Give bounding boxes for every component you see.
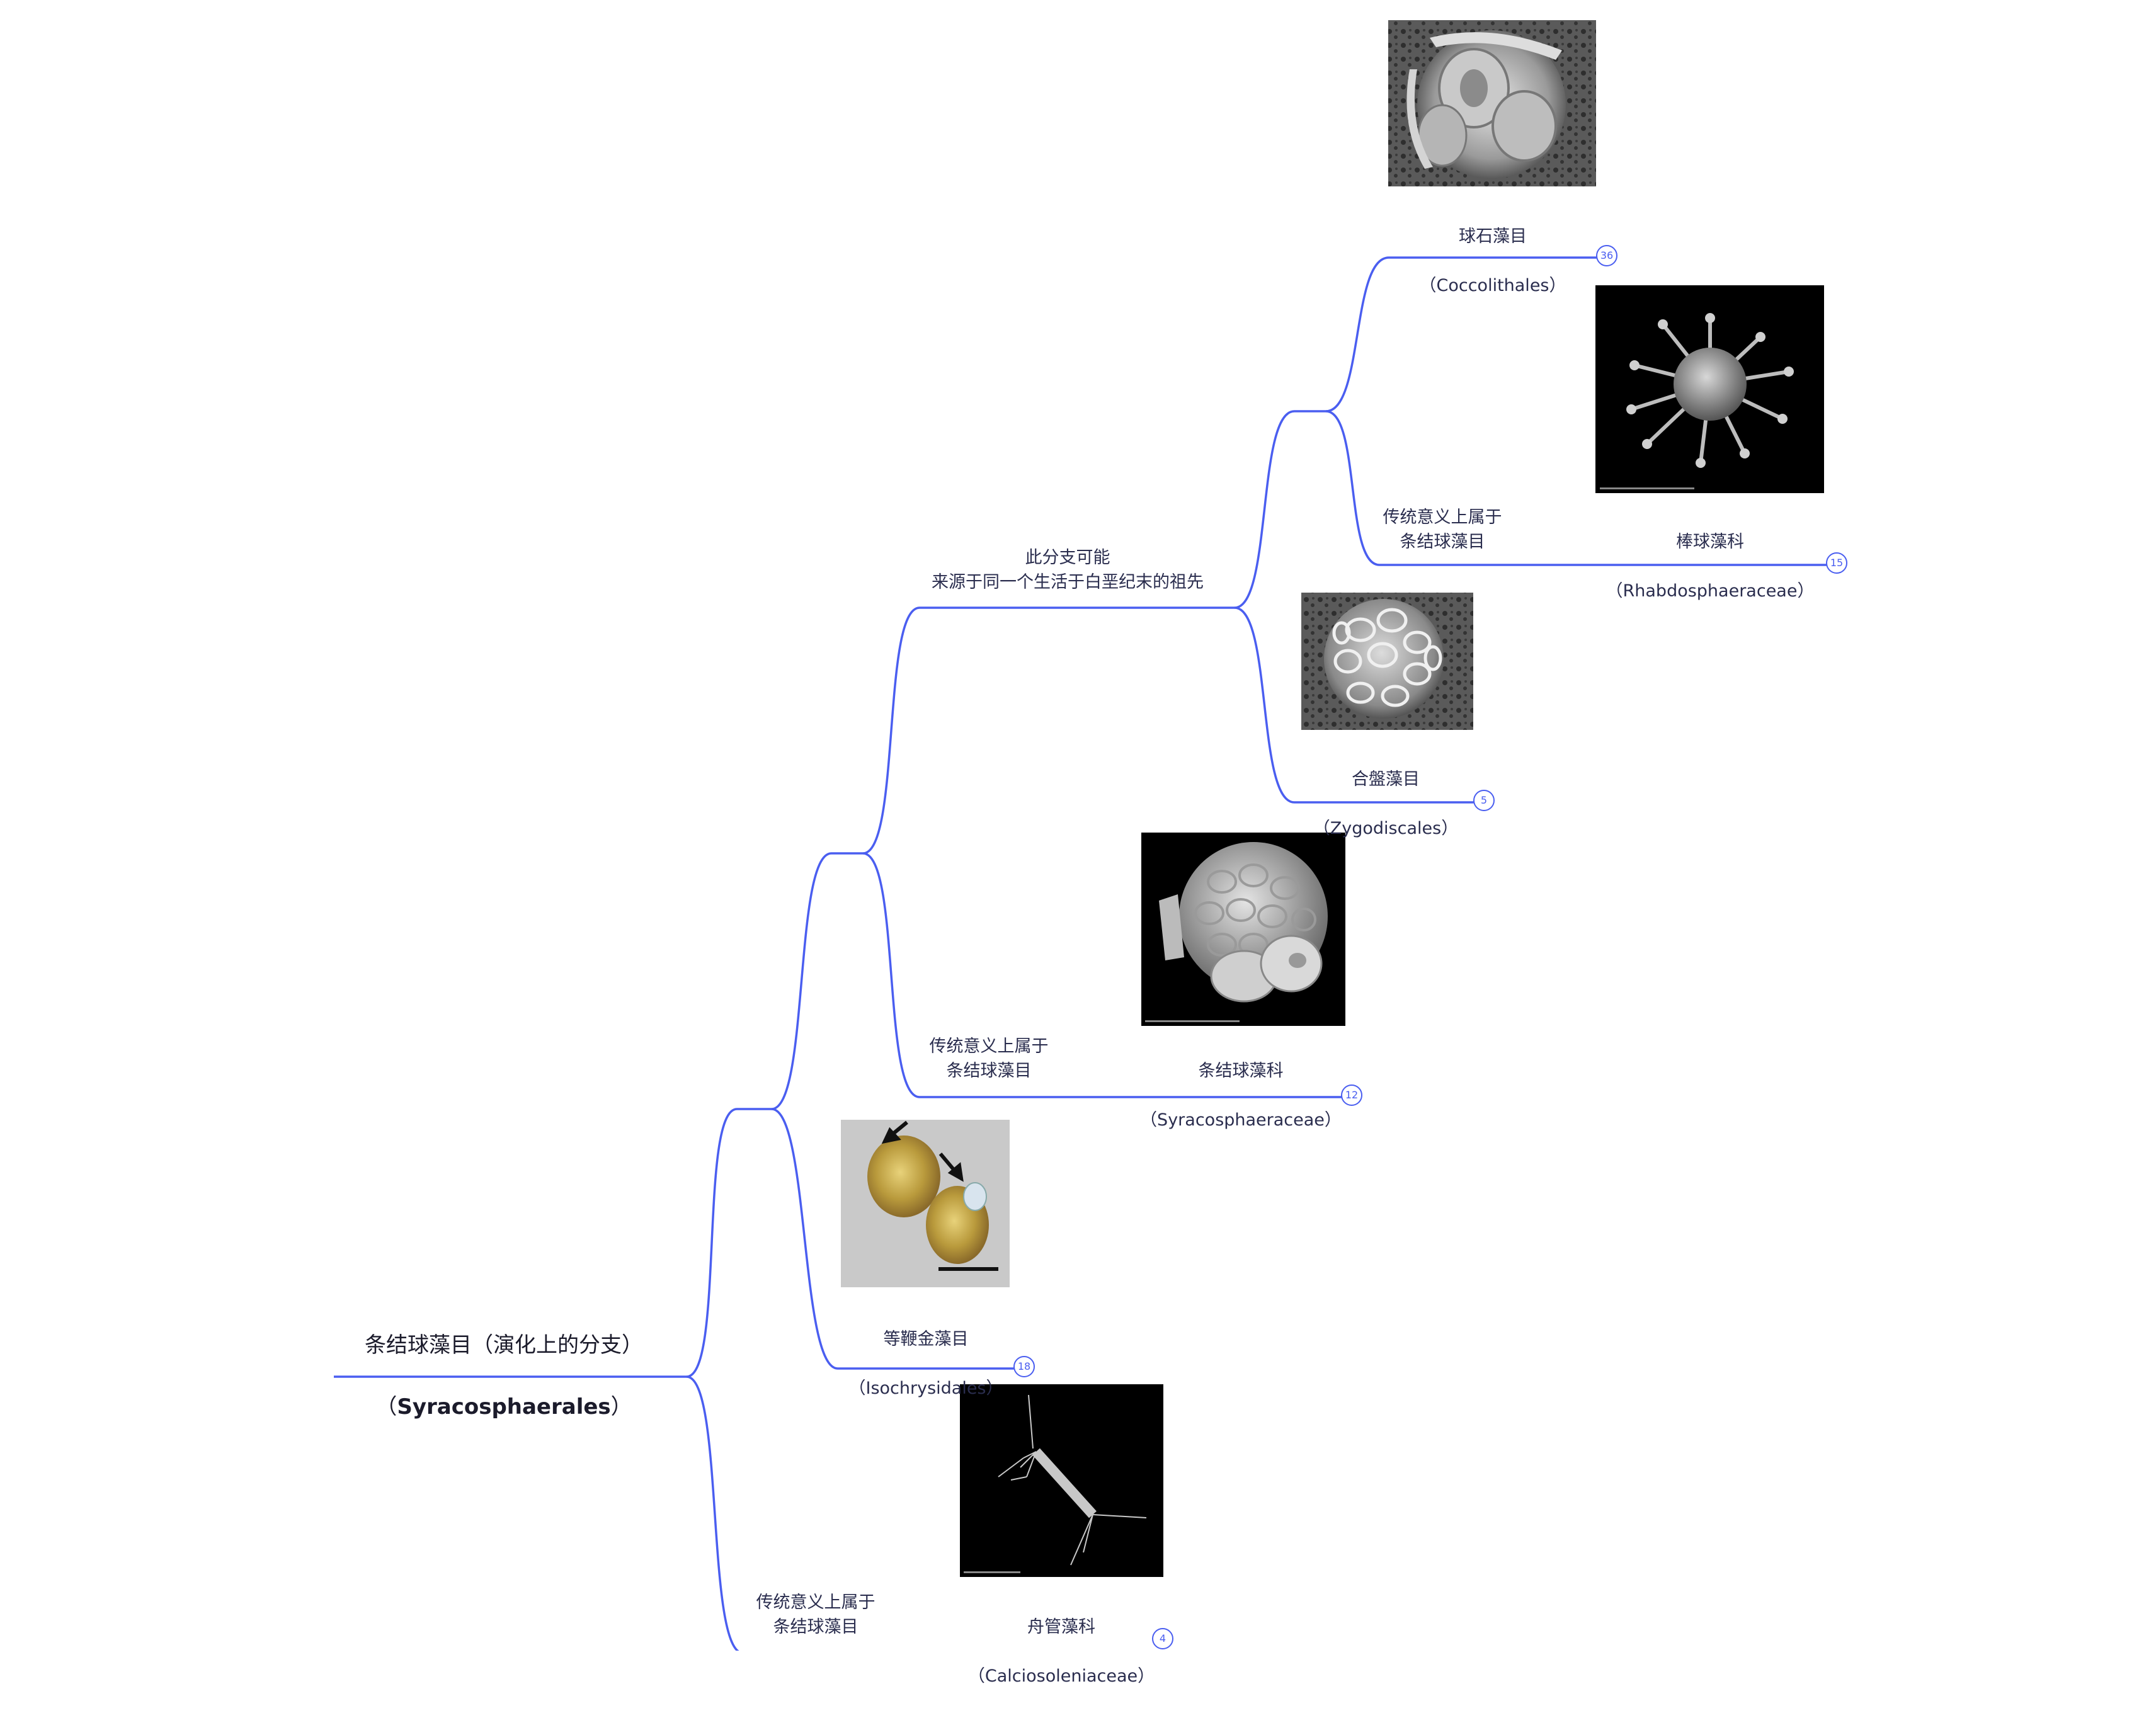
root-paren-open: （ bbox=[375, 1394, 397, 1420]
mind-map-canvas bbox=[334, 20, 1845, 1651]
tree-edges bbox=[334, 256, 1845, 1651]
count-badge-coccolithales[interactable]: 36 bbox=[1596, 245, 1617, 266]
count-badge-syracosphaeraceae[interactable]: 12 bbox=[1341, 1084, 1362, 1106]
node-latin: （Calciosoleniaceae） bbox=[967, 1666, 1155, 1686]
root-title: 条结球藻目（演化上的分支） bbox=[365, 1333, 643, 1358]
traditional-note-rhab[interactable]: 传统意义上属于 条结球藻目 bbox=[1383, 508, 1502, 552]
node-latin: （Rhabdosphaeraceae） bbox=[1606, 581, 1815, 601]
node-syracosphaeraceae[interactable]: 条结球藻科 （Syracosphaeraceae） bbox=[1115, 1034, 1367, 1157]
isochrysidales-micrograph bbox=[841, 1120, 1010, 1287]
node-name: 棒球藻科 bbox=[1676, 532, 1744, 552]
node-latin: （Coccolithales） bbox=[1419, 276, 1566, 295]
node-rhabdosphaeraceae[interactable]: 棒球藻科 （Rhabdosphaeraceae） bbox=[1587, 505, 1833, 628]
node-latin: （Isochrysidales） bbox=[848, 1379, 1003, 1398]
node-latin: （Syracosphaeraceae） bbox=[1140, 1110, 1342, 1130]
count-badge-isochrysidales[interactable]: 18 bbox=[1013, 1356, 1035, 1377]
node-name: 条结球藻科 bbox=[1198, 1061, 1284, 1081]
node-zygodiscales[interactable]: 合盤藻目 （Zygodiscales） bbox=[1279, 743, 1493, 865]
edge-n1-to-iso bbox=[771, 1108, 1033, 1370]
node-latin: （Zygodiscales） bbox=[1313, 819, 1459, 838]
traditional-note-calcio[interactable]: 传统意义上属于 条结球藻目 bbox=[756, 1593, 876, 1637]
node-calciosoleniaceae[interactable]: 舟管藻科 （Calciosoleniaceae） bbox=[945, 1590, 1178, 1713]
edge-n3-to-zygo bbox=[1234, 606, 1493, 804]
root-latin: Syracosphaerales bbox=[397, 1394, 611, 1420]
count-badge-calciosoleniaceae[interactable]: 4 bbox=[1152, 1628, 1173, 1649]
node-name: 等鞭金藻目 bbox=[883, 1329, 969, 1349]
edge-n4-to-rhab bbox=[1325, 410, 1845, 566]
count-badge-zygodiscales[interactable]: 5 bbox=[1473, 790, 1495, 811]
edge-n2-to-n3 bbox=[862, 606, 1235, 855]
syracosphaeraceae-micrograph bbox=[1141, 833, 1345, 1026]
node-coccolithales[interactable]: 球石藻目 （Coccolithales） bbox=[1379, 200, 1606, 322]
count-badge-rhabdosphaeraceae[interactable]: 15 bbox=[1826, 552, 1847, 574]
edge-n2-to-syr bbox=[862, 852, 1360, 1098]
root-latin-line: （Syracosphaerales） bbox=[340, 1392, 668, 1423]
calciosoleniaceae-micrograph bbox=[960, 1384, 1163, 1577]
edge-n1-to-n2 bbox=[771, 852, 863, 1110]
node-isochrysidales[interactable]: 等鞭金藻目 （Isochrysidales） bbox=[819, 1302, 1033, 1425]
node-name: 球石藻目 bbox=[1459, 227, 1527, 246]
rhabdosphaeraceae-micrograph bbox=[1595, 285, 1824, 493]
traditional-note-syr[interactable]: 传统意义上属于 条结球藻目 bbox=[929, 1037, 1049, 1081]
node-name: 舟管藻科 bbox=[1027, 1617, 1095, 1637]
edge-n3-to-n4 bbox=[1234, 410, 1326, 609]
edge-root-to-n1 bbox=[686, 1108, 772, 1378]
coccolithales-micrograph bbox=[1388, 20, 1596, 186]
branch-note-cretaceous[interactable]: 此分支可能 来源于同一个生活于白垩纪末的祖先 bbox=[932, 548, 1204, 592]
zygodiscales-micrograph bbox=[1301, 593, 1473, 730]
root-paren-close: ） bbox=[610, 1394, 632, 1420]
edge-n4-to-cocco bbox=[1325, 256, 1616, 413]
node-name: 合盤藻目 bbox=[1352, 770, 1420, 789]
edge-root-to-calcio bbox=[686, 1375, 739, 1651]
root-topic[interactable]: 条结球藻目（演化上的分支） （Syracosphaerales） bbox=[340, 1299, 668, 1454]
